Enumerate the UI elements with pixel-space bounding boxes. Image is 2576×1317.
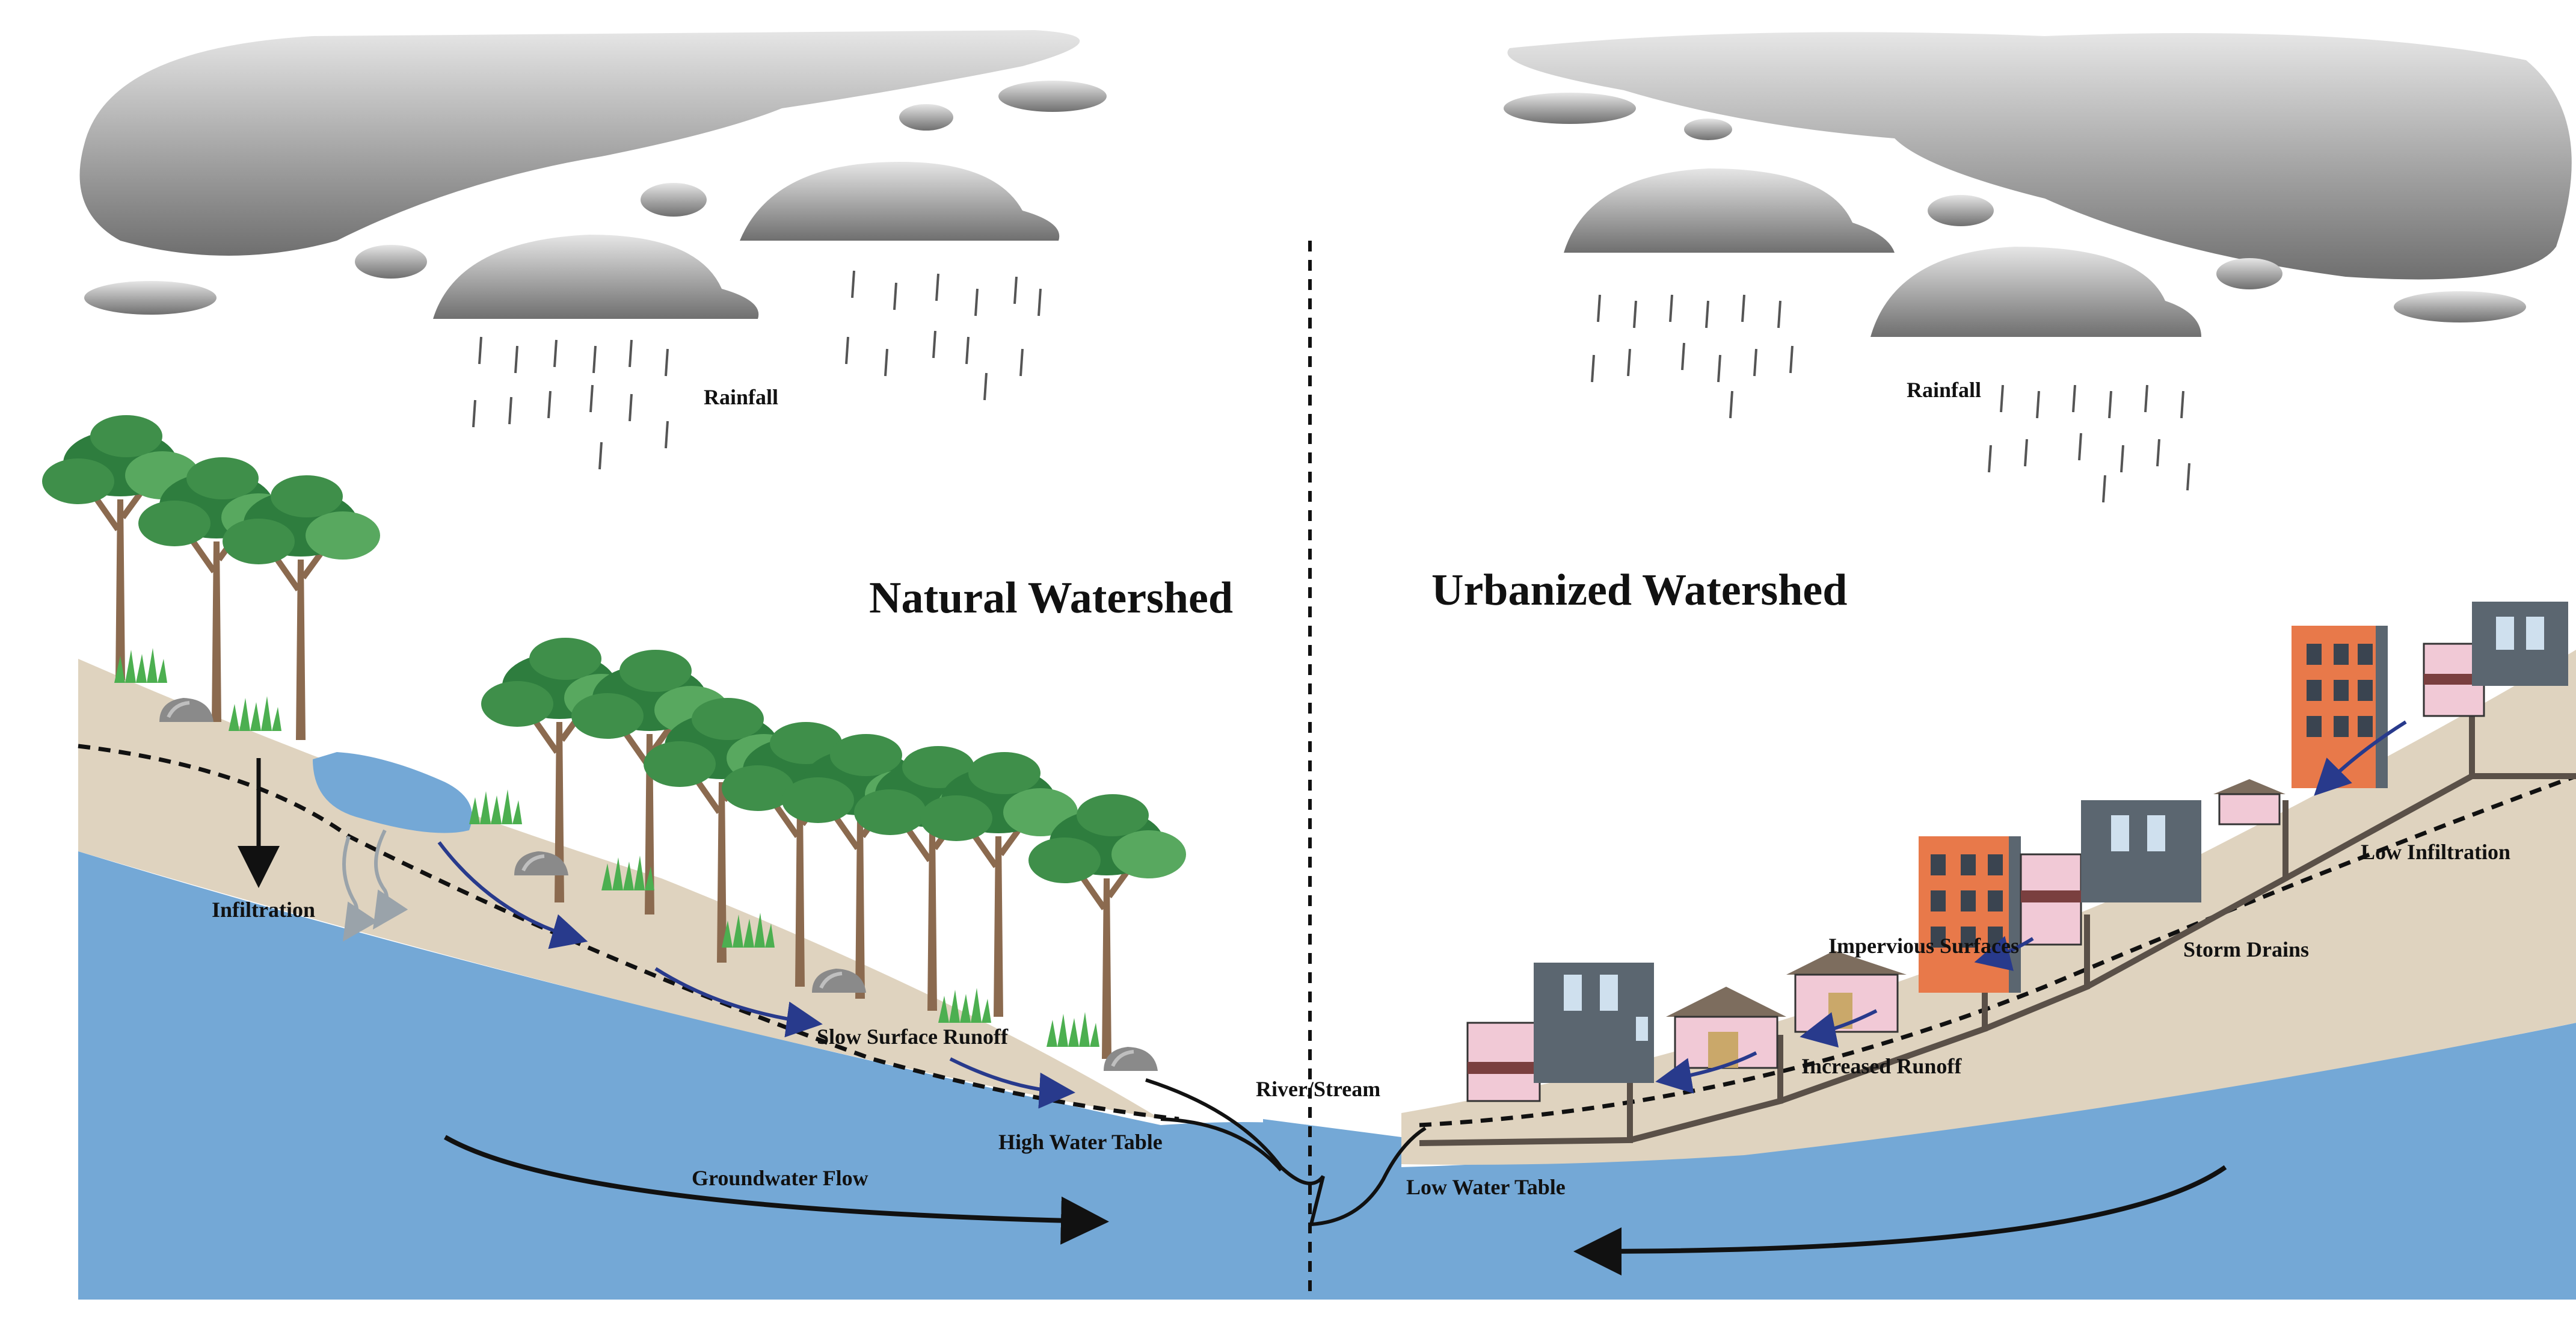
infiltration-seep-arrows xyxy=(342,829,408,942)
cloud-icon xyxy=(79,30,1107,319)
increased-runoff-arrows xyxy=(1655,720,2407,1094)
groundwater-flow-arrow xyxy=(444,1135,1109,1245)
slow-runoff-arrows xyxy=(437,841,1075,1109)
tree-icon xyxy=(42,415,200,680)
building-icon xyxy=(2020,800,2201,946)
rain-urban xyxy=(1591,294,2190,503)
tree-icon xyxy=(1028,794,1186,1059)
building-icon xyxy=(2423,602,2568,717)
urban-rainfall-label: Rainfall xyxy=(1907,378,1981,402)
building-icon xyxy=(1466,963,1654,1102)
storm-drains-label: Storm Drains xyxy=(2183,937,2309,961)
groundwater-layer xyxy=(78,851,2576,1300)
pond xyxy=(313,752,472,833)
natural-watershed-title: Natural Watershed xyxy=(869,573,1233,623)
building-icon xyxy=(2292,626,2388,788)
river-stream-label: River/Stream xyxy=(1256,1077,1380,1101)
infiltration-label: Infiltration xyxy=(212,898,315,922)
river-channel xyxy=(1145,1078,1427,1227)
house-icon xyxy=(1666,987,1786,1069)
tree-icon xyxy=(223,475,380,740)
rock-icon xyxy=(1104,1047,1158,1071)
building-icon xyxy=(1919,836,2021,993)
soil-urban xyxy=(1401,650,2576,1165)
house-icon xyxy=(1786,951,1907,1033)
tree-icon xyxy=(920,752,1078,1017)
high-water-table-line xyxy=(78,744,1179,1121)
low-water-table-line xyxy=(1419,774,2576,1127)
cloud-icon xyxy=(1504,32,2572,337)
increased-runoff-label: Increased Runoff xyxy=(1801,1054,1962,1078)
high-water-table-label: High Water Table xyxy=(998,1130,1163,1154)
natural-rainfall-label: Rainfall xyxy=(704,385,778,409)
low-water-table-label: Low Water Table xyxy=(1406,1175,1566,1199)
house-icon xyxy=(2213,779,2286,825)
urbanized-watershed-title: Urbanized Watershed xyxy=(1431,566,1847,615)
impervious-surfaces-label: Impervious Surfaces xyxy=(1828,934,2019,958)
rain-natural xyxy=(472,270,1042,470)
groundwater-flow-label: Groundwater Flow xyxy=(692,1166,868,1190)
urban-groundwater-arrow xyxy=(1573,1165,2227,1275)
low-infiltration-label: Low Infiltration xyxy=(2361,840,2510,864)
slow-surface-runoff-label: Slow Surface Runoff xyxy=(817,1025,1009,1049)
